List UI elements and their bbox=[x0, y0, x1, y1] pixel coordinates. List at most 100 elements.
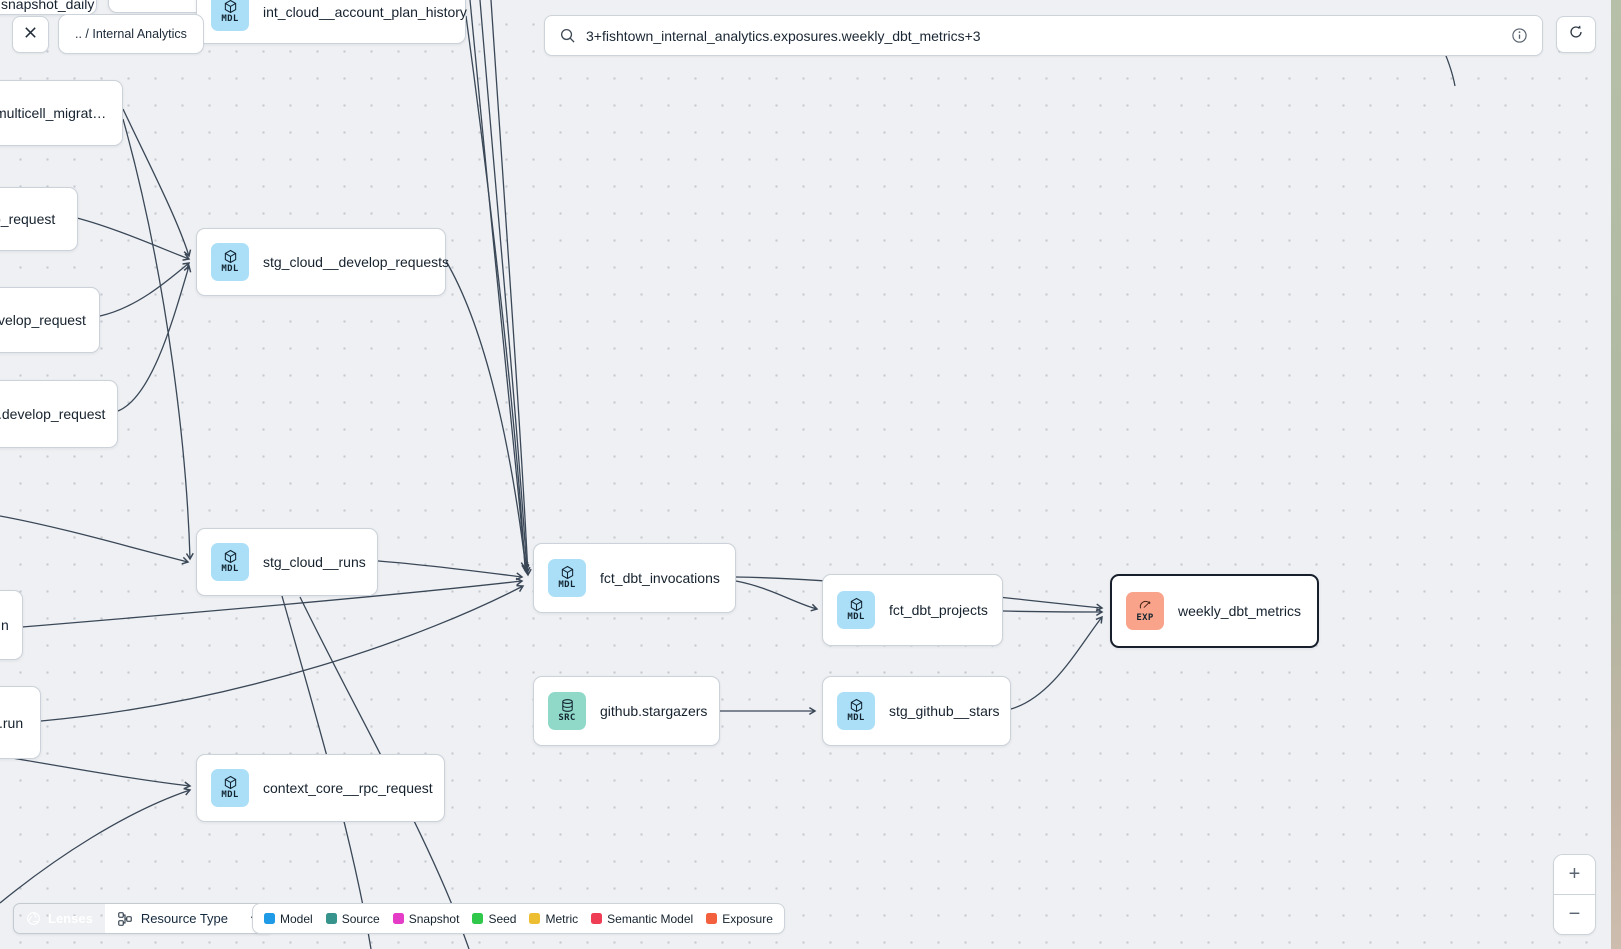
lenses-button[interactable]: Lenses bbox=[14, 904, 105, 933]
node-label: snapshot_daily bbox=[1, 0, 95, 12]
cube-icon: MDL bbox=[837, 591, 875, 629]
lineage-node-github.stargazers[interactable]: SRC github.stargazers bbox=[533, 676, 720, 746]
cube-icon: MDL bbox=[211, 0, 249, 31]
lineage-node-run_node[interactable]: .run bbox=[0, 686, 41, 759]
legend-item-snapshot: Snapshot bbox=[392, 911, 460, 926]
lineage-node-weekly_dbt_metrics[interactable]: EXP weekly_dbt_metrics bbox=[1110, 574, 1319, 648]
lineage-node-int_cloud__account_plan_history[interactable]: MDL int_cloud__account_plan_history bbox=[196, 0, 467, 44]
node-label: weekly_dbt_metrics bbox=[1178, 603, 1301, 619]
edge bbox=[0, 515, 190, 565]
zoom-in-button[interactable]: + bbox=[1554, 855, 1595, 894]
edge bbox=[735, 580, 819, 612]
edge bbox=[40, 584, 525, 722]
resource-type-label: Resource Type bbox=[140, 911, 229, 926]
legend-item-seed: Seed bbox=[472, 912, 516, 926]
lineage-node-snapshot_daily[interactable]: snapshot_daily bbox=[0, 0, 97, 15]
node-label: stg_cloud__runs bbox=[263, 554, 366, 570]
legend-item-source: Source bbox=[325, 911, 380, 926]
cube-icon: MDL bbox=[211, 243, 249, 281]
edge bbox=[1010, 615, 1103, 710]
legend-label: Model bbox=[280, 911, 313, 926]
node-label: github.stargazers bbox=[600, 703, 708, 719]
node-label: stg_cloud__develop_requests bbox=[263, 254, 450, 270]
resource-type-button[interactable]: Resource Type bbox=[104, 904, 274, 933]
cube-icon: MDL bbox=[548, 559, 586, 597]
edge bbox=[479, 0, 531, 575]
node-label: context_core__rpc_request bbox=[263, 780, 433, 796]
lineage-node-p_request[interactable]: p_request bbox=[0, 187, 78, 251]
lineage-node-stg_cloud__develop_requests[interactable]: MDL stg_cloud__develop_requests bbox=[196, 228, 450, 296]
node-label: multicell_migrat… bbox=[0, 105, 107, 121]
edge bbox=[122, 118, 194, 561]
database-icon: SRC bbox=[548, 692, 586, 730]
edge bbox=[117, 264, 192, 412]
legend-swatch bbox=[472, 913, 484, 924]
edge bbox=[122, 108, 192, 258]
refresh-icon bbox=[1567, 23, 1585, 46]
edge bbox=[76, 217, 191, 261]
legend-label: Metric bbox=[545, 911, 579, 926]
cube-icon: MDL bbox=[837, 692, 875, 730]
cube-icon: MDL bbox=[211, 543, 249, 581]
node-label: fct_dbt_projects bbox=[889, 602, 988, 618]
resource-type-legend: Model Source Snapshot Seed Metric Semantic Mo… bbox=[252, 903, 785, 934]
edge bbox=[445, 260, 530, 572]
lineage-node-velop_request[interactable]: velop_request bbox=[0, 287, 100, 353]
gauge-icon: EXP bbox=[1126, 592, 1164, 630]
edge bbox=[0, 787, 192, 904]
breadcrumb[interactable]: .. / Internal Analytics bbox=[58, 14, 204, 54]
edge bbox=[490, 0, 532, 577]
refresh-button[interactable] bbox=[1556, 16, 1596, 53]
zoom-divider bbox=[1554, 894, 1595, 895]
legend-swatch bbox=[529, 913, 541, 924]
lineage-node-n_node[interactable]: n bbox=[0, 590, 23, 660]
zoom-controls: + − bbox=[1553, 854, 1596, 935]
search-icon bbox=[559, 27, 576, 44]
info-icon[interactable] bbox=[1511, 27, 1528, 44]
edge bbox=[21, 577, 524, 628]
zoom-out-button[interactable]: − bbox=[1554, 895, 1595, 934]
legend-item-model: Model bbox=[264, 912, 313, 926]
search-bar[interactable] bbox=[544, 15, 1543, 56]
lineage-node-develop_request[interactable]: .develop_request bbox=[0, 380, 118, 448]
lenses-label: Lenses bbox=[48, 911, 93, 926]
edge bbox=[99, 262, 191, 317]
edge bbox=[469, 0, 530, 573]
close-icon bbox=[23, 25, 38, 45]
legend-label: Snapshot bbox=[408, 911, 460, 926]
legend-label: Source bbox=[341, 911, 380, 926]
lineage-node-stg_cloud__runs[interactable]: MDL stg_cloud__runs bbox=[196, 528, 378, 596]
lens-aperture-icon bbox=[26, 911, 41, 926]
legend-swatch bbox=[591, 913, 603, 924]
lineage-node-context_core__rpc_request[interactable]: MDL context_core__rpc_request bbox=[196, 754, 445, 822]
edge bbox=[1002, 607, 1104, 617]
legend-swatch bbox=[264, 913, 275, 924]
breadcrumb-label: .. / Internal Analytics bbox=[75, 27, 187, 41]
legend-label: Seed bbox=[488, 911, 517, 926]
desktop-wallpaper-strip bbox=[1611, 0, 1621, 949]
node-label: .run bbox=[0, 714, 24, 731]
legend-item-metric: Metric bbox=[529, 912, 578, 926]
search-input[interactable] bbox=[586, 27, 1501, 44]
legend-swatch bbox=[325, 913, 337, 924]
legend-item-exposure: Exposure bbox=[706, 912, 773, 926]
node-label: p_request bbox=[0, 211, 56, 227]
legend-label: Semantic Model bbox=[607, 911, 694, 926]
node-label: int_cloud__account_plan_history bbox=[263, 4, 467, 20]
node-label: stg_github__stars bbox=[889, 703, 1000, 719]
edge bbox=[465, 15, 529, 570]
edge bbox=[0, 755, 192, 790]
node-label: velop_request bbox=[0, 312, 86, 328]
bottom-toolbar: Lenses Resource Type bbox=[13, 903, 275, 934]
legend-swatch bbox=[706, 913, 718, 924]
legend-item-semantic-model: Semantic Model bbox=[591, 912, 693, 926]
cube-icon: MDL bbox=[211, 769, 249, 807]
legend-label: Exposure bbox=[722, 911, 773, 926]
lineage-node-multicell_migrat[interactable]: multicell_migrat… bbox=[0, 80, 123, 146]
close-button[interactable] bbox=[12, 16, 49, 53]
lineage-node-fct_dbt_projects[interactable]: MDL fct_dbt_projects bbox=[822, 574, 1003, 646]
lineage-node-stg_github__stars[interactable]: MDL stg_github__stars bbox=[822, 676, 1011, 746]
